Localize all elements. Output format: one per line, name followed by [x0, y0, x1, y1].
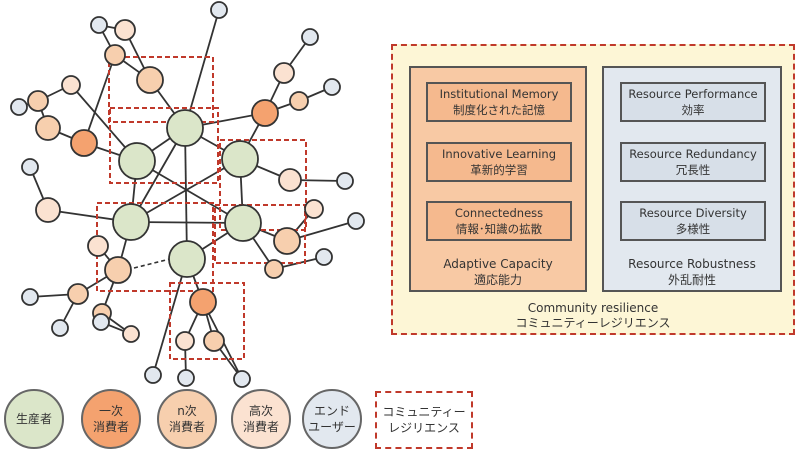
network-edge	[83, 54, 116, 144]
label-en: Adaptive Capacity	[443, 257, 553, 271]
box-label-en: Resource Redundancy	[629, 147, 757, 161]
community-resilience-panel: Institutional Memory 制度化された記憶 Innovative…	[391, 44, 795, 335]
adaptive-capacity-column: Institutional Memory 制度化された記憶 Innovative…	[409, 66, 587, 292]
legend-n-consumer: n次 消費者	[157, 389, 217, 449]
higher-consumer-node	[114, 19, 136, 41]
higher-consumer-node	[278, 168, 302, 192]
n-consumer-node	[273, 227, 301, 255]
end-user-node	[301, 28, 319, 46]
box-label-en: Resource Diversity	[639, 206, 747, 220]
box-label-en: Innovative Learning	[441, 147, 557, 161]
label-ja: 適応能力	[473, 273, 522, 287]
producer-node	[118, 142, 156, 180]
dashed-link	[133, 258, 171, 269]
legend-primary-consumer: 一次 消費者	[81, 389, 141, 449]
end-user-node	[336, 172, 354, 190]
box-label-ja: 情報･知識の拡散	[455, 222, 543, 236]
n-consumer-node	[104, 256, 132, 284]
end-user-node	[347, 212, 365, 230]
resource-redundancy-box: Resource Redundancy 冗長性	[620, 142, 766, 182]
box-label-en: Institutional Memory	[439, 87, 559, 101]
end-user-node	[177, 369, 195, 387]
end-user-node	[210, 1, 228, 19]
n-consumer-node	[136, 66, 164, 94]
end-user-node	[315, 248, 333, 266]
network-edge	[136, 160, 244, 224]
end-user-node	[10, 98, 28, 116]
resource-robustness-column: Resource Performance 効率 Resource Redunda…	[602, 66, 782, 292]
primary-consumer-node	[189, 288, 217, 316]
end-user-node	[144, 366, 162, 384]
resource-performance-box: Resource Performance 効率	[620, 82, 766, 122]
legend-higher-consumer: 高次 消費者	[231, 389, 291, 449]
n-consumer-node	[104, 44, 126, 66]
institutional-memory-box: Institutional Memory 制度化された記憶	[426, 82, 572, 122]
higher-consumer-node	[87, 235, 109, 257]
primary-consumer-node	[70, 129, 98, 157]
community-resilience-box	[214, 204, 306, 264]
network-edge	[184, 127, 188, 260]
higher-consumer-node	[273, 62, 295, 84]
connectedness-box: Connectedness 情報･知識の拡散	[426, 201, 572, 241]
community-resilience-box	[219, 139, 307, 231]
label-ja: コミュニティーレジリエンス	[515, 316, 671, 330]
box-label-en: Resource Performance	[628, 87, 758, 101]
community-resilience-label: Community resilience コミュニティーレジリエンス	[393, 301, 793, 331]
producer-node	[168, 240, 206, 278]
higher-consumer-node	[175, 331, 195, 351]
end-user-node	[51, 319, 69, 337]
end-user-node	[21, 158, 39, 176]
primary-consumer-node	[251, 99, 279, 127]
producer-node	[224, 204, 262, 242]
legend-community-resilience: コミュニティー レジリエンス	[375, 391, 473, 449]
resource-robustness-label: Resource Robustness 外乱耐性	[604, 256, 780, 288]
adaptive-capacity-label: Adaptive Capacity 適応能力	[411, 256, 585, 288]
n-consumer-node	[35, 115, 61, 141]
n-consumer-node	[203, 330, 225, 352]
n-consumer-node	[67, 283, 89, 305]
n-consumer-node	[264, 259, 284, 279]
higher-consumer-node	[122, 325, 140, 343]
end-user-node	[323, 78, 341, 96]
end-user-node	[233, 370, 251, 388]
label-en: Resource Robustness	[628, 257, 756, 271]
box-label-ja: 制度化された記憶	[453, 103, 545, 117]
community-resilience-box	[169, 282, 245, 360]
end-user-node	[92, 313, 110, 331]
ecosystem-network-diagram	[10, 1, 365, 388]
higher-consumer-node	[61, 75, 81, 95]
producer-node	[166, 109, 204, 147]
innovative-learning-box: Innovative Learning 革新的学習	[426, 142, 572, 182]
box-label-ja: 革新的学習	[470, 163, 528, 177]
n-consumer-node	[289, 91, 309, 111]
box-label-ja: 効率	[681, 103, 705, 117]
label-ja: 外乱耐性	[667, 273, 716, 287]
box-label-ja: 多様性	[675, 222, 711, 236]
community-resilience-box	[108, 56, 214, 123]
higher-consumer-node	[304, 199, 324, 219]
end-user-node	[21, 288, 39, 306]
producer-node	[221, 140, 259, 178]
box-label-en: Connectedness	[454, 206, 544, 220]
box-label-ja: 冗長性	[675, 163, 711, 177]
community-resilience-box	[109, 107, 219, 184]
resource-diversity-box: Resource Diversity 多様性	[620, 201, 766, 241]
n-consumer-node	[27, 90, 49, 112]
label-en: Community resilience	[527, 301, 659, 315]
end-user-node	[90, 16, 108, 34]
higher-consumer-node	[35, 197, 61, 223]
legend-producer: 生産者	[4, 389, 64, 449]
producer-node	[112, 203, 150, 241]
legend-end-user: エンド ユーザー	[302, 389, 362, 449]
